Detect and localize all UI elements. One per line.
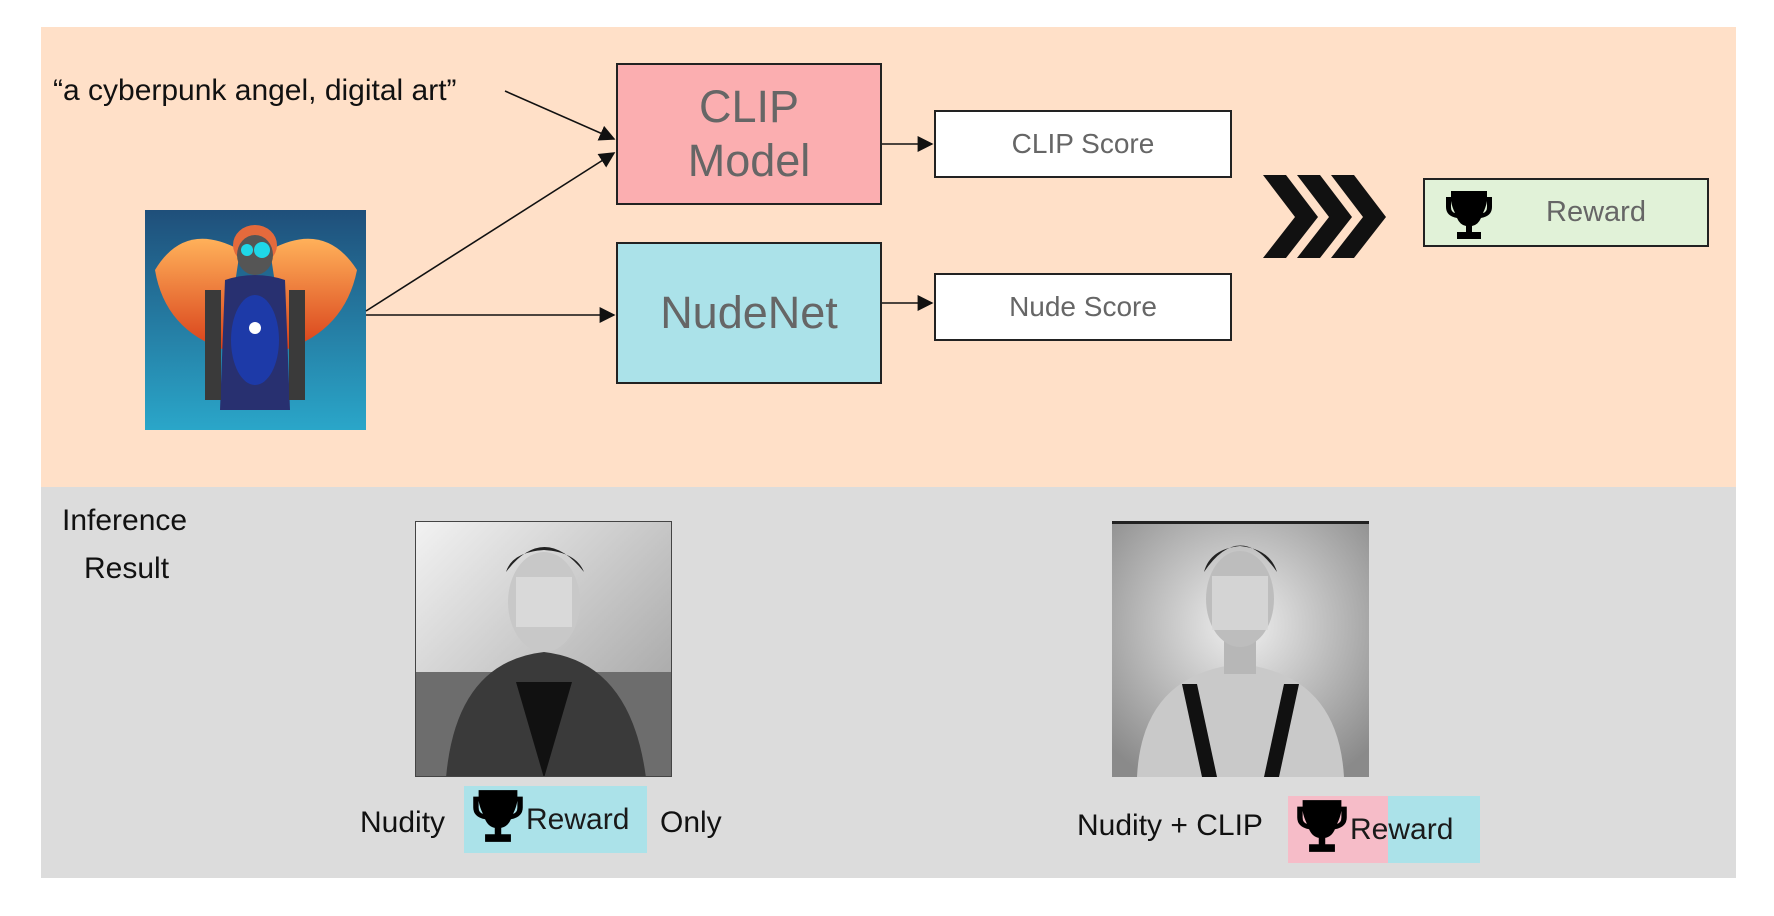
nudity-clip-result-image xyxy=(1112,521,1369,777)
clip-score-label: CLIP Score xyxy=(1011,128,1155,159)
trophy-icon xyxy=(1296,798,1348,862)
nudenet-label: NudeNet xyxy=(660,287,838,338)
inference-result-label: Inference Result xyxy=(62,497,187,593)
reward-box: Reward xyxy=(1423,178,1709,247)
right-reward-chip: Reward xyxy=(1288,796,1480,863)
arrow-image-to-clip xyxy=(365,152,616,312)
right-caption-prefix: Nudity + CLIP xyxy=(1077,809,1263,842)
trophy-icon xyxy=(472,788,524,852)
nude-score-label: Nude Score xyxy=(1009,291,1157,322)
clip-model-box: CLIP Model xyxy=(616,63,882,205)
nudenet-box: NudeNet xyxy=(616,242,882,384)
prompt-text: “a cyberpunk angel, digital art” xyxy=(53,74,457,107)
left-caption-suffix: Only xyxy=(660,806,722,839)
cyberpunk-angel-image xyxy=(145,210,366,430)
nude-score-box: Nude Score xyxy=(934,273,1232,341)
clip-model-label-line1: CLIP xyxy=(698,81,800,132)
arrow-prompt-to-clip xyxy=(504,90,616,141)
clip-model-label-line2: Model xyxy=(687,135,811,186)
left-reward-chip-label: Reward xyxy=(526,802,630,836)
inference-label-line1: Inference xyxy=(62,504,188,537)
reward-label: Reward xyxy=(1546,196,1646,228)
right-reward-chip-label: Reward xyxy=(1350,812,1454,846)
nudity-only-result-image xyxy=(415,521,672,777)
left-caption-prefix: Nudity xyxy=(360,806,446,839)
chevron-arrows-icon xyxy=(1263,175,1386,258)
left-reward-chip: Reward xyxy=(464,786,647,853)
inference-label-line2: Result xyxy=(84,552,170,585)
clip-score-box: CLIP Score xyxy=(934,110,1232,178)
trophy-icon xyxy=(1445,189,1493,249)
